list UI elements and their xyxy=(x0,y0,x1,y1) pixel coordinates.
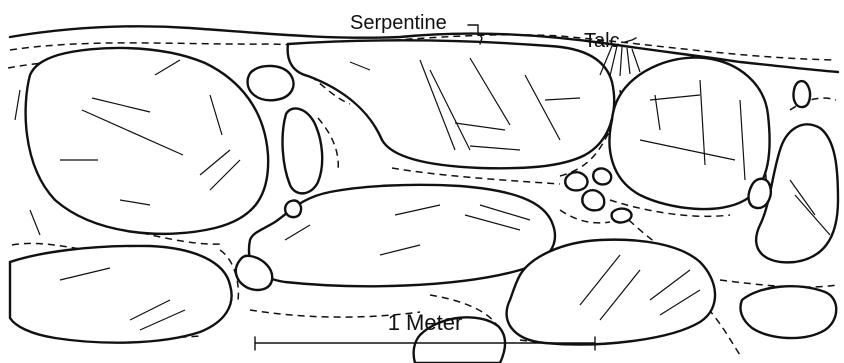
serpentine-label: Serpentine xyxy=(350,12,447,34)
rock-block-bottom-left xyxy=(10,246,232,343)
rock-block-right-upper xyxy=(609,58,769,209)
rock-block-bottom-far-right xyxy=(740,286,836,338)
talc-label: Talc xyxy=(584,30,620,52)
talc-leader xyxy=(625,38,636,42)
scale-bar-label: 1 Meter xyxy=(388,310,463,335)
rock-block-left xyxy=(26,48,269,234)
